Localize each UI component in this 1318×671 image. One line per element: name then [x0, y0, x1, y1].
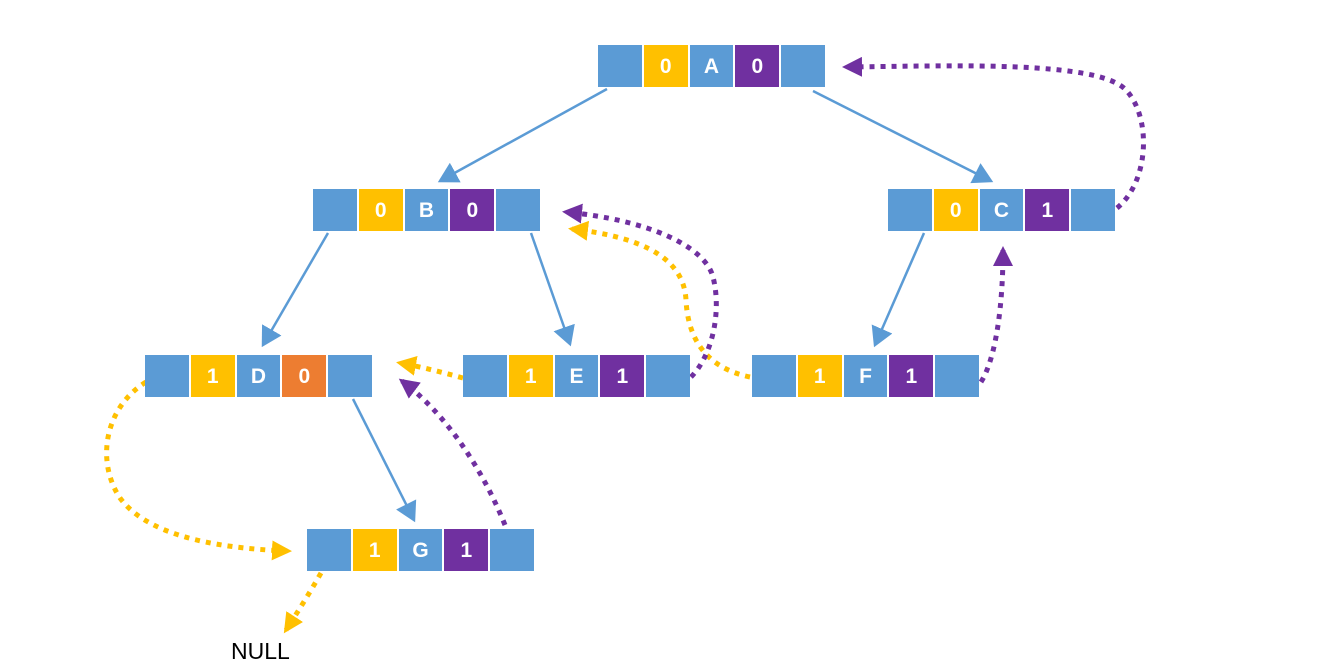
node-B-value: B — [404, 189, 449, 231]
node-F: 1 F 1 — [752, 355, 979, 397]
node-A-left-flag: 0 — [643, 45, 688, 87]
node-B-right-flag: 0 — [450, 189, 495, 231]
child-link-A-left-B — [437, 87, 608, 183]
node-D-value: D — [236, 355, 281, 397]
node-C-value: C — [979, 189, 1024, 231]
node-A: 0 A 0 — [598, 45, 825, 87]
right-thread-G-D — [398, 378, 508, 526]
left-thread-D-G — [104, 379, 292, 561]
node-B: 0 B 0 — [313, 189, 540, 231]
node-G-right-flag: 1 — [444, 529, 489, 571]
left-thread-G-NULL — [283, 571, 324, 634]
right-thread-C-A — [842, 56, 1146, 210]
node-D-left-flag: 1 — [190, 355, 235, 397]
right-thread-E-B — [562, 203, 719, 379]
node-F-right-flag: 1 — [889, 355, 934, 397]
node-E-value: E — [554, 355, 599, 397]
child-link-D-right-G — [351, 398, 417, 523]
node-G-right-pointer — [490, 529, 534, 571]
node-A-left-pointer — [598, 45, 642, 87]
node-G: 1 G 1 — [307, 529, 534, 571]
node-E-right-pointer — [646, 355, 690, 397]
node-A-right-pointer — [781, 45, 825, 87]
node-E-left-flag: 1 — [508, 355, 553, 397]
node-B-right-pointer — [496, 189, 540, 231]
node-A-value: A — [689, 45, 734, 87]
node-F-left-flag: 1 — [797, 355, 842, 397]
node-D-right-flag: 0 — [282, 355, 327, 397]
node-C-right-pointer — [1071, 189, 1115, 231]
node-F-value: F — [843, 355, 888, 397]
node-D-right-pointer — [328, 355, 372, 397]
node-G-left-pointer — [307, 529, 351, 571]
child-link-A-right-C — [812, 89, 994, 184]
node-F-left-pointer — [752, 355, 796, 397]
node-E: 1 E 1 — [463, 355, 690, 397]
null-label: NULL — [231, 638, 290, 664]
child-link-C-left-F — [871, 232, 926, 348]
node-C-left-pointer — [888, 189, 932, 231]
node-B-left-flag: 0 — [358, 189, 403, 231]
node-B-left-pointer — [313, 189, 357, 231]
child-link-B-right-E — [529, 232, 575, 347]
node-C: 0 C 1 — [888, 189, 1115, 231]
node-E-right-flag: 1 — [600, 355, 645, 397]
node-F-right-pointer — [935, 355, 979, 397]
node-C-left-flag: 0 — [933, 189, 978, 231]
node-A-right-flag: 0 — [735, 45, 780, 87]
node-D: 1 D 0 — [145, 355, 372, 397]
node-C-right-flag: 1 — [1025, 189, 1070, 231]
node-D-left-pointer — [145, 355, 189, 397]
child-link-B-left-D — [261, 232, 330, 348]
node-G-left-flag: 1 — [352, 529, 397, 571]
left-thread-E-D — [396, 356, 464, 381]
right-thread-F-C — [978, 246, 1013, 384]
node-E-left-pointer — [463, 355, 507, 397]
node-G-value: G — [398, 529, 443, 571]
